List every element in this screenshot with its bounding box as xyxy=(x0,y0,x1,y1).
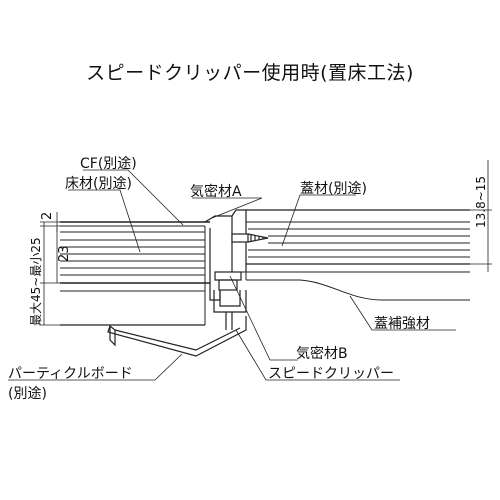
floor-material-section xyxy=(60,221,210,326)
dim-floor-thickness: 23 xyxy=(57,245,72,262)
label-airtight-a: 気密材A xyxy=(190,183,242,200)
dimension-lines-right xyxy=(470,160,492,272)
dim-total-range: 最大45~最小25 xyxy=(29,237,43,326)
leader-lines xyxy=(8,169,456,381)
label-lid-material: 蓋材(別途) xyxy=(300,180,367,197)
label-speed-clipper: スピードクリッパー xyxy=(268,366,394,382)
diagram-title: スピードクリッパー使用時(置床工法) xyxy=(86,62,414,84)
label-particle-board: パーティクルボード xyxy=(8,366,133,382)
clipper-profile xyxy=(204,209,269,330)
dimension-lines-left xyxy=(40,212,60,326)
label-airtight-b: 気密材B xyxy=(296,345,348,362)
label-lid-reinforcement: 蓋補強材 xyxy=(374,316,430,332)
label-particle-board-note: (別途) xyxy=(8,385,47,402)
particle-board xyxy=(107,316,247,357)
dim-cf-thickness: 2 xyxy=(40,212,55,220)
label-cf: CF(別途) xyxy=(80,155,137,172)
dim-lid-range: 13.8~15 xyxy=(474,176,488,228)
label-floor-material: 床材(別途) xyxy=(65,175,132,192)
lid-material-section xyxy=(240,209,470,301)
